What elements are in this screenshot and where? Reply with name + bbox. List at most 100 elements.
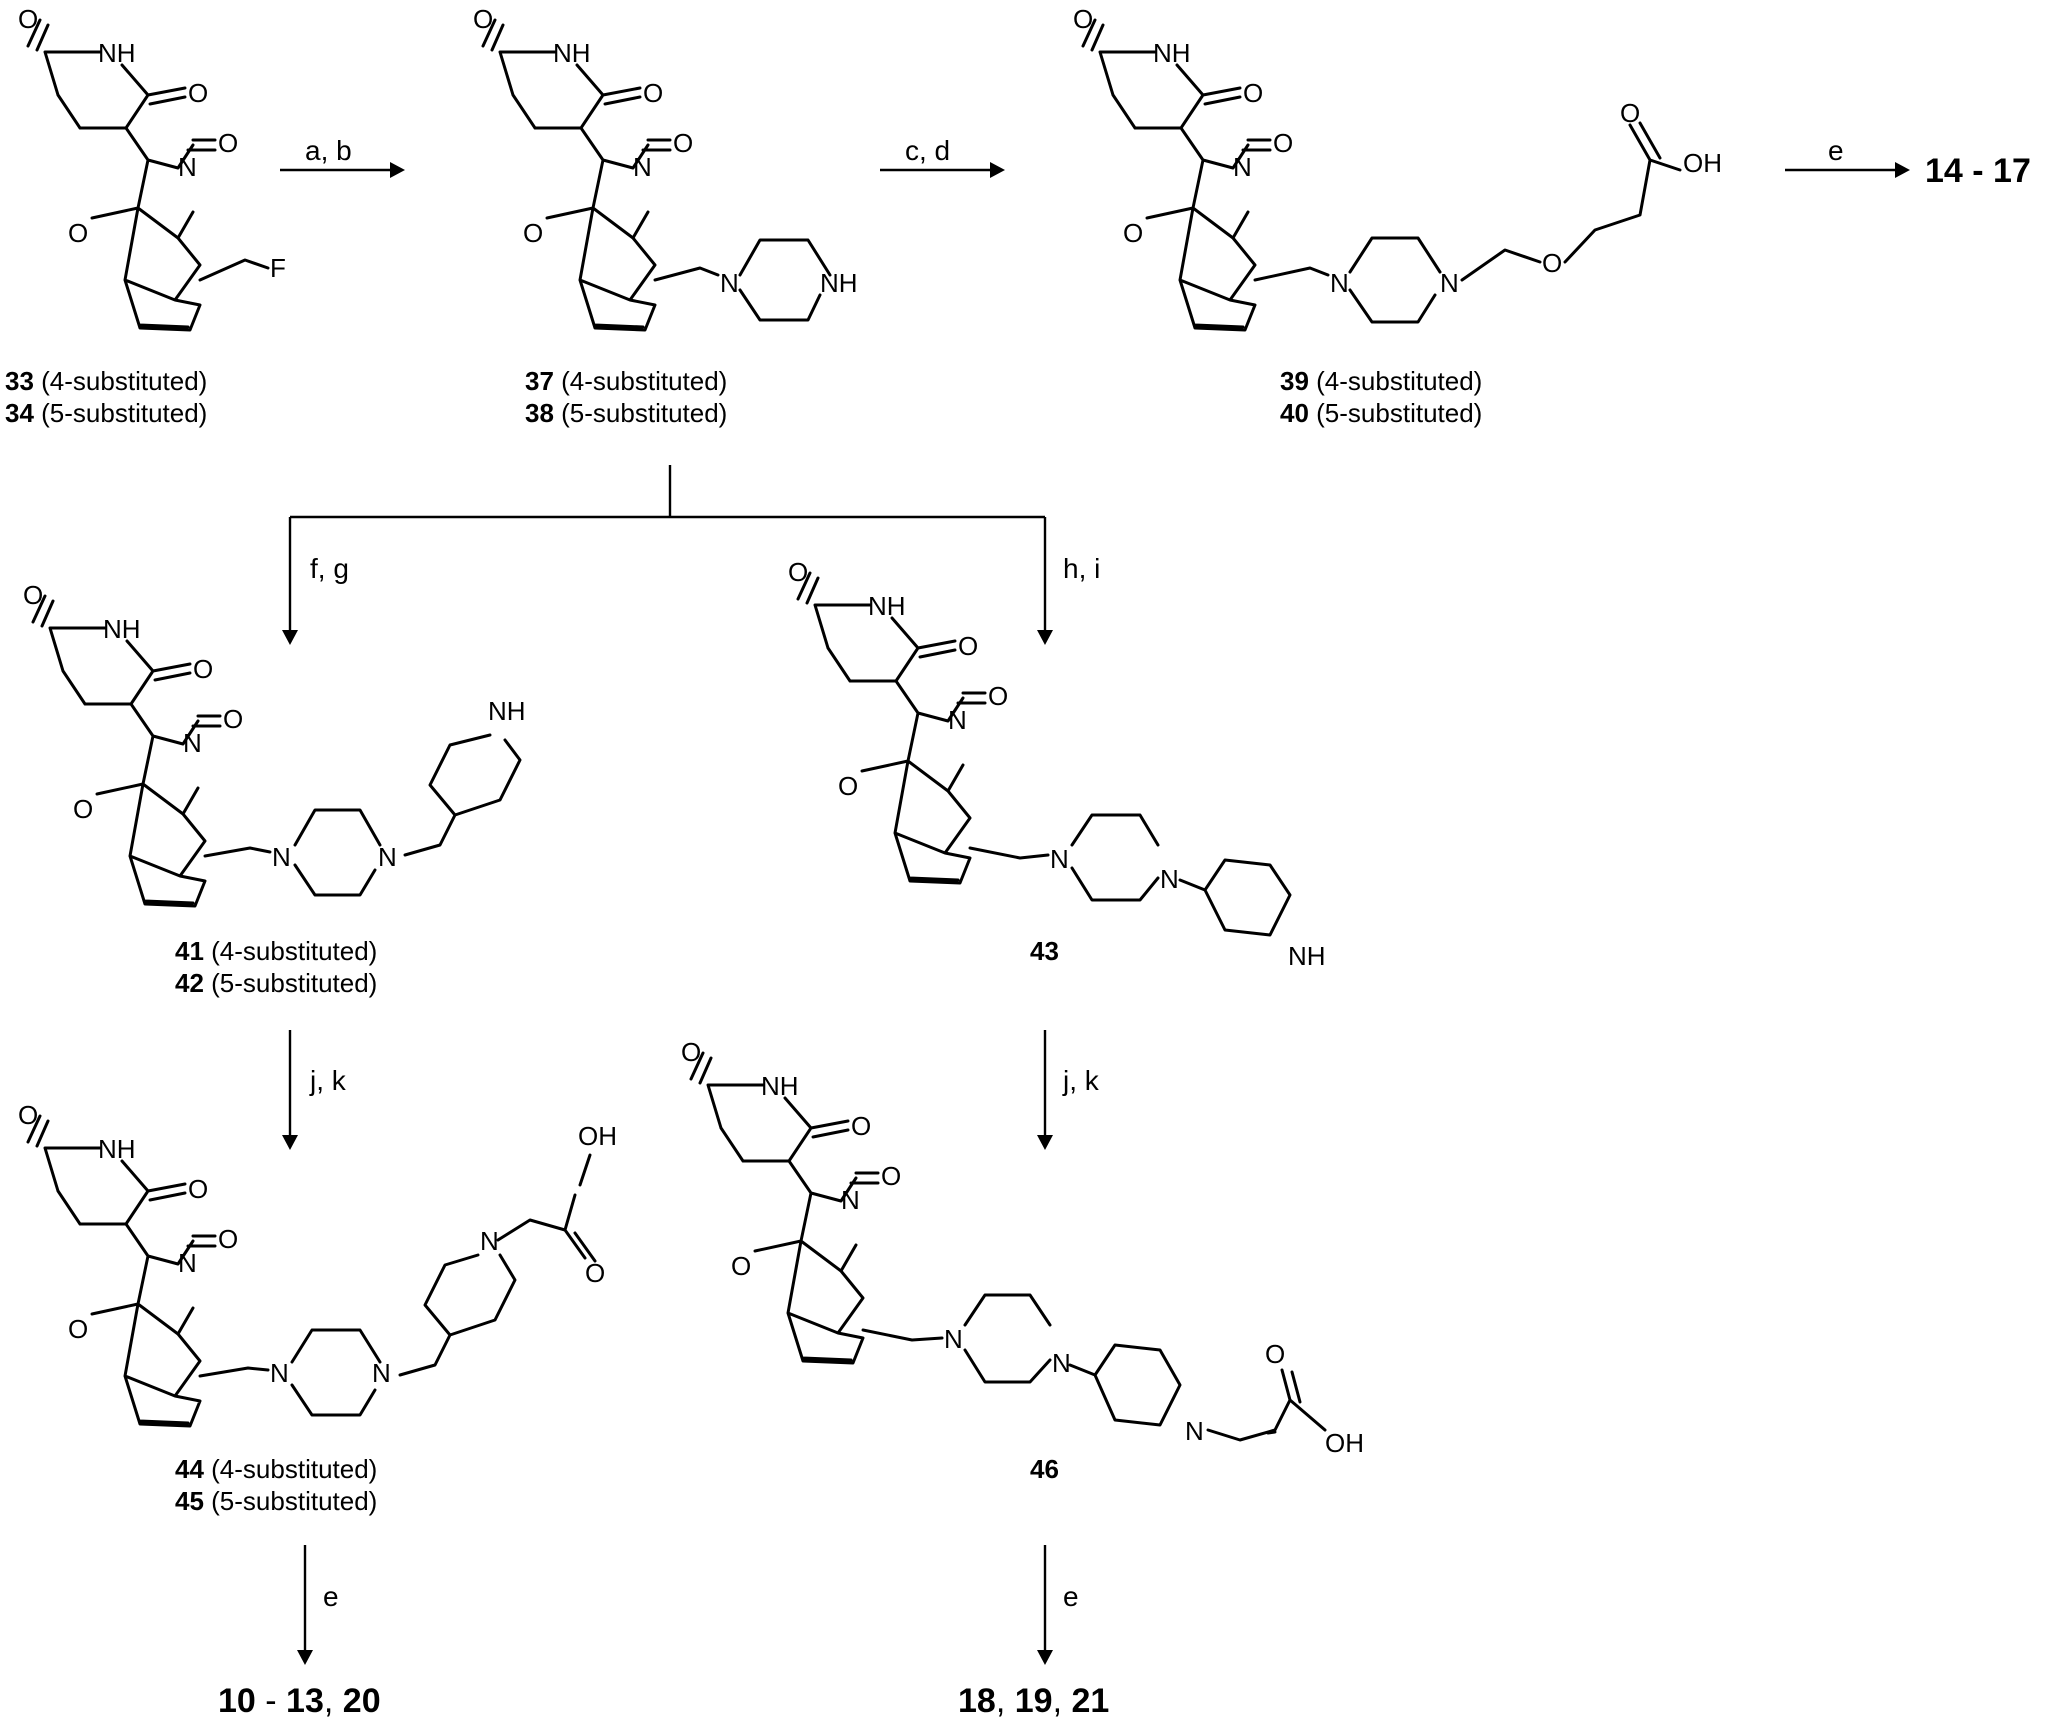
nh-label: NH xyxy=(103,614,141,644)
substitution-note: (5-substituted) xyxy=(204,1486,377,1516)
product-number: 20 xyxy=(343,1682,381,1720)
compound-number: 38 xyxy=(525,398,554,428)
reagent-label: c, d xyxy=(905,135,950,166)
o-label: O xyxy=(1073,4,1093,34)
structure-37-38: NH O O N O O N NH 37 (4-substituted) 38 … xyxy=(473,4,858,428)
o-label: O xyxy=(1123,218,1143,248)
o-label: O xyxy=(23,580,43,610)
n-label: N xyxy=(1160,864,1179,894)
arrowhead xyxy=(297,1650,313,1665)
caption-line: 34 (5-substituted) xyxy=(5,398,207,428)
compound-number: 34 xyxy=(5,398,34,428)
o-label: O xyxy=(18,1100,38,1130)
o-label: O xyxy=(223,704,243,734)
reagent-label: j, k xyxy=(1062,1065,1100,1096)
f-label: F xyxy=(270,253,286,283)
product-label: 14 - 17 xyxy=(1925,152,2031,190)
caption-line: 43 xyxy=(1030,936,1059,966)
arrowhead xyxy=(390,162,405,178)
compound-number: 46 xyxy=(1030,1454,1059,1484)
structure-33-34: NH O O N O O F 33 (4-substituted) 34 (5-… xyxy=(5,4,286,428)
arrowhead xyxy=(282,1135,298,1150)
structure-44-45: NH O O N O O N N N OH O 44 (4-substitute… xyxy=(18,1100,617,1516)
n-label: N xyxy=(178,152,197,182)
caption-line: 42 (5-substituted) xyxy=(175,968,377,998)
compound-number: 41 xyxy=(175,936,204,966)
n-label: N xyxy=(378,842,397,872)
nh-label: NH xyxy=(761,1071,799,1101)
structure-46: NH O O N O O N N N O OH 46 xyxy=(681,1037,1364,1484)
structure-39-40: NH O O N O O N N O O OH 39 (4-substitute… xyxy=(1073,4,1722,428)
arrowhead xyxy=(1037,1135,1053,1150)
n-label: N xyxy=(183,728,202,758)
caption-line: 38 (5-substituted) xyxy=(525,398,727,428)
substitution-note: (5-substituted) xyxy=(554,398,727,428)
compound-number: 44 xyxy=(175,1454,204,1484)
substitution-note: (5-substituted) xyxy=(204,968,377,998)
product-number: 18 xyxy=(958,1682,996,1720)
compound-number: 45 xyxy=(175,1486,204,1516)
o-label: O xyxy=(73,794,93,824)
o-label: O xyxy=(988,681,1008,711)
n-label: N xyxy=(372,1358,391,1388)
o-label: O xyxy=(1620,98,1640,128)
o-label: O xyxy=(188,78,208,108)
o-label: O xyxy=(68,218,88,248)
o-label: O xyxy=(1243,78,1263,108)
compound-number: 39 xyxy=(1280,366,1309,396)
o-label: O xyxy=(523,218,543,248)
o-label: O xyxy=(731,1251,751,1281)
o-label: O xyxy=(473,4,493,34)
reagent-label: e xyxy=(323,1581,339,1612)
arrowhead xyxy=(990,162,1005,178)
n-label: N xyxy=(1440,268,1459,298)
caption-line: 37 (4-substituted) xyxy=(525,366,727,396)
compound-number: 33 xyxy=(5,366,34,396)
o-label: O xyxy=(218,128,238,158)
arrowhead xyxy=(282,630,298,645)
caption-line: 41 (4-substituted) xyxy=(175,936,377,966)
n-label: N xyxy=(944,1324,963,1354)
reagent-label: h, i xyxy=(1063,553,1100,584)
n-label: N xyxy=(480,1226,499,1256)
nh-label: NH xyxy=(98,38,136,68)
o-label: O xyxy=(838,771,858,801)
o-label: O xyxy=(18,4,38,34)
o-label: O xyxy=(1542,248,1562,278)
substitution-note: (4-substituted) xyxy=(554,366,727,396)
product-number: 13 xyxy=(286,1682,324,1720)
n-label: N xyxy=(1050,844,1069,874)
o-label: O xyxy=(188,1174,208,1204)
separator: , xyxy=(1053,1682,1072,1720)
reagent-label: e xyxy=(1063,1581,1079,1612)
product-label: 18, 19, 21 xyxy=(958,1682,1109,1720)
product-number: 21 xyxy=(1071,1682,1109,1720)
o-label: O xyxy=(881,1161,901,1191)
n-label: N xyxy=(720,268,739,298)
caption-line: 39 (4-substituted) xyxy=(1280,366,1482,396)
caption-line: 46 xyxy=(1030,1454,1059,1484)
caption-line: 44 (4-substituted) xyxy=(175,1454,377,1484)
nh-label: NH xyxy=(98,1134,136,1164)
compound-number: 37 xyxy=(525,366,554,396)
n-label: N xyxy=(633,152,652,182)
caption-line: 33 (4-substituted) xyxy=(5,366,207,396)
n-label: N xyxy=(272,842,291,872)
nh-label: NH xyxy=(868,591,906,621)
o-label: O xyxy=(218,1224,238,1254)
n-label: N xyxy=(948,705,967,735)
n-label: N xyxy=(270,1358,289,1388)
o-label: O xyxy=(1273,128,1293,158)
o-label: O xyxy=(788,557,808,587)
substitution-note: (4-substituted) xyxy=(34,366,207,396)
product-number: 19 xyxy=(1015,1682,1053,1720)
compound-number: 42 xyxy=(175,968,204,998)
nh-label: NH xyxy=(1288,941,1326,971)
substitution-note: (4-substituted) xyxy=(204,1454,377,1484)
substitution-note: (4-substituted) xyxy=(204,936,377,966)
nh-label: NH xyxy=(553,38,591,68)
compound-number: 43 xyxy=(1030,936,1059,966)
separator: , xyxy=(996,1682,1015,1720)
o-label: O xyxy=(193,654,213,684)
